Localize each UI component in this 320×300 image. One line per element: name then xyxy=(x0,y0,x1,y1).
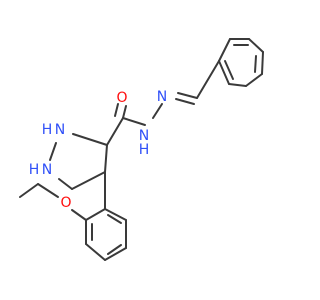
amide-group xyxy=(106,103,146,146)
ring-nitrogen-2-label: N xyxy=(42,162,52,178)
molecule-structure-diagram: N N H O N H N H O xyxy=(19,38,264,261)
imine-linker xyxy=(152,60,220,119)
pyrazolidine-ring xyxy=(49,133,108,190)
ring-hydrogen-2-label: H xyxy=(29,162,40,178)
atom-labels: N N H O N H N H O xyxy=(29,89,168,211)
ethoxy-chain xyxy=(19,183,87,221)
ring-hydrogen-1-label: H xyxy=(42,122,53,138)
carbonyl-oxygen-label: O xyxy=(116,90,127,106)
imine-nitrogen-label: N xyxy=(157,89,167,105)
ring-nitrogen-1-label: N xyxy=(55,122,65,138)
ethoxyphenyl-ring xyxy=(85,171,127,261)
ether-oxygen-label: O xyxy=(60,195,71,211)
benzylidene-ring xyxy=(218,38,264,87)
hydrazone-nitrogen-label: N xyxy=(139,128,149,144)
hydrazone-hydrogen-label: H xyxy=(139,142,150,158)
